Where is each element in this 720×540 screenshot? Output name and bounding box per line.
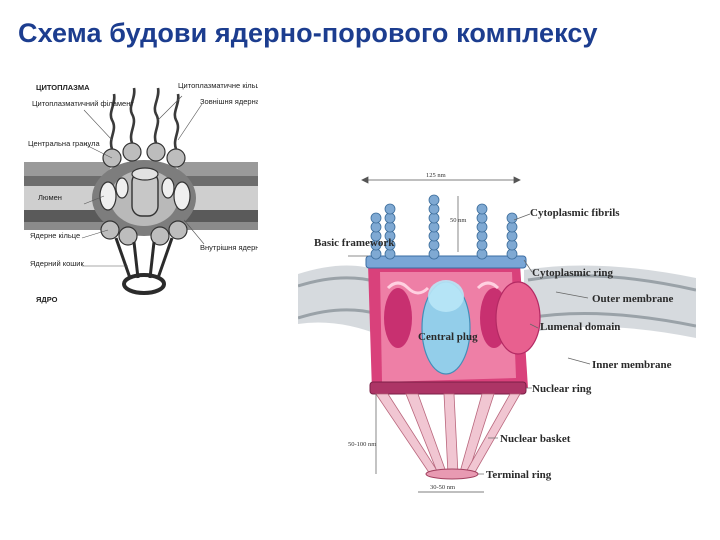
terminal-ring — [426, 469, 478, 479]
label-cyto-filament: Цитоплазматичний філамент — [32, 99, 134, 108]
label-cyto-ring: Цитоплазматичне кільце — [178, 81, 258, 90]
label-terminal-ring: Terminal ring — [486, 469, 552, 481]
nuclear-basket — [376, 394, 520, 479]
nuclear-ring — [370, 382, 526, 394]
nuclear-pore-schematic-grayscale: ЦИТОПЛАЗМА Цитоплазматичне кільце Цитопл… — [24, 80, 258, 316]
cytoplasmic-fibrils — [371, 195, 517, 259]
label-outer-membrane: Зовнішня ядерна мембрана — [200, 97, 258, 106]
label-inner-membrane: Inner membrane — [592, 359, 672, 371]
label-cytoplasmic-fibrils: Cytoplasmic fibrils — [530, 207, 620, 219]
dim-basket-height: 50-100 nm — [348, 441, 376, 448]
fibril-5 — [507, 213, 517, 259]
label-central-granule: Центральна гранула — [28, 139, 101, 148]
label-central-plug: Central plug — [418, 331, 478, 343]
nuclear-pore-model-color: 125 nm — [298, 168, 696, 498]
fibril-2 — [385, 204, 395, 259]
label-nuclear-ring: Nuclear ring — [532, 383, 592, 395]
label-nucleus: ЯДРО — [36, 295, 58, 304]
label-nuclear-basket: Nuclear basket — [500, 433, 571, 445]
dim-fibril-length: 50 nm — [450, 217, 466, 224]
slide-title: Схема будови ядерно-порового комплексу — [18, 18, 708, 49]
nuclear-basket — [116, 238, 172, 293]
fibril-4 — [477, 204, 487, 259]
label-cytoplasm: ЦИТОПЛАЗМА — [36, 83, 90, 92]
dim-terminal-width: 30-50 nm — [430, 484, 455, 491]
label-nuclear-rings: Ядерне кільце — [30, 231, 80, 240]
label-outer-membrane: Outer membrane — [592, 293, 673, 305]
label-lumen: Люмен — [38, 193, 62, 202]
fibril-1 — [371, 213, 381, 259]
label-lumenal-domain: Lumenal domain — [540, 321, 620, 333]
central-granule — [132, 168, 158, 216]
label-cytoplasmic-ring: Cytoplasmic ring — [532, 267, 613, 279]
dim-width-top: 125 nm — [426, 172, 446, 179]
cytoplasmic-filaments — [111, 88, 178, 149]
central-plug — [422, 280, 470, 374]
color-model-svg: 125 nm — [298, 168, 696, 498]
label-nuclear-basket: Ядерний кошик — [30, 259, 84, 268]
label-inner-membrane: Внутрішня ядерна мембрана — [200, 243, 258, 252]
grayscale-schematic-svg: ЦИТОПЛАЗМА Цитоплазматичне кільце Цитопл… — [24, 80, 258, 316]
fibril-3 — [429, 195, 439, 259]
label-basic-framework: Basic framework — [314, 237, 395, 249]
